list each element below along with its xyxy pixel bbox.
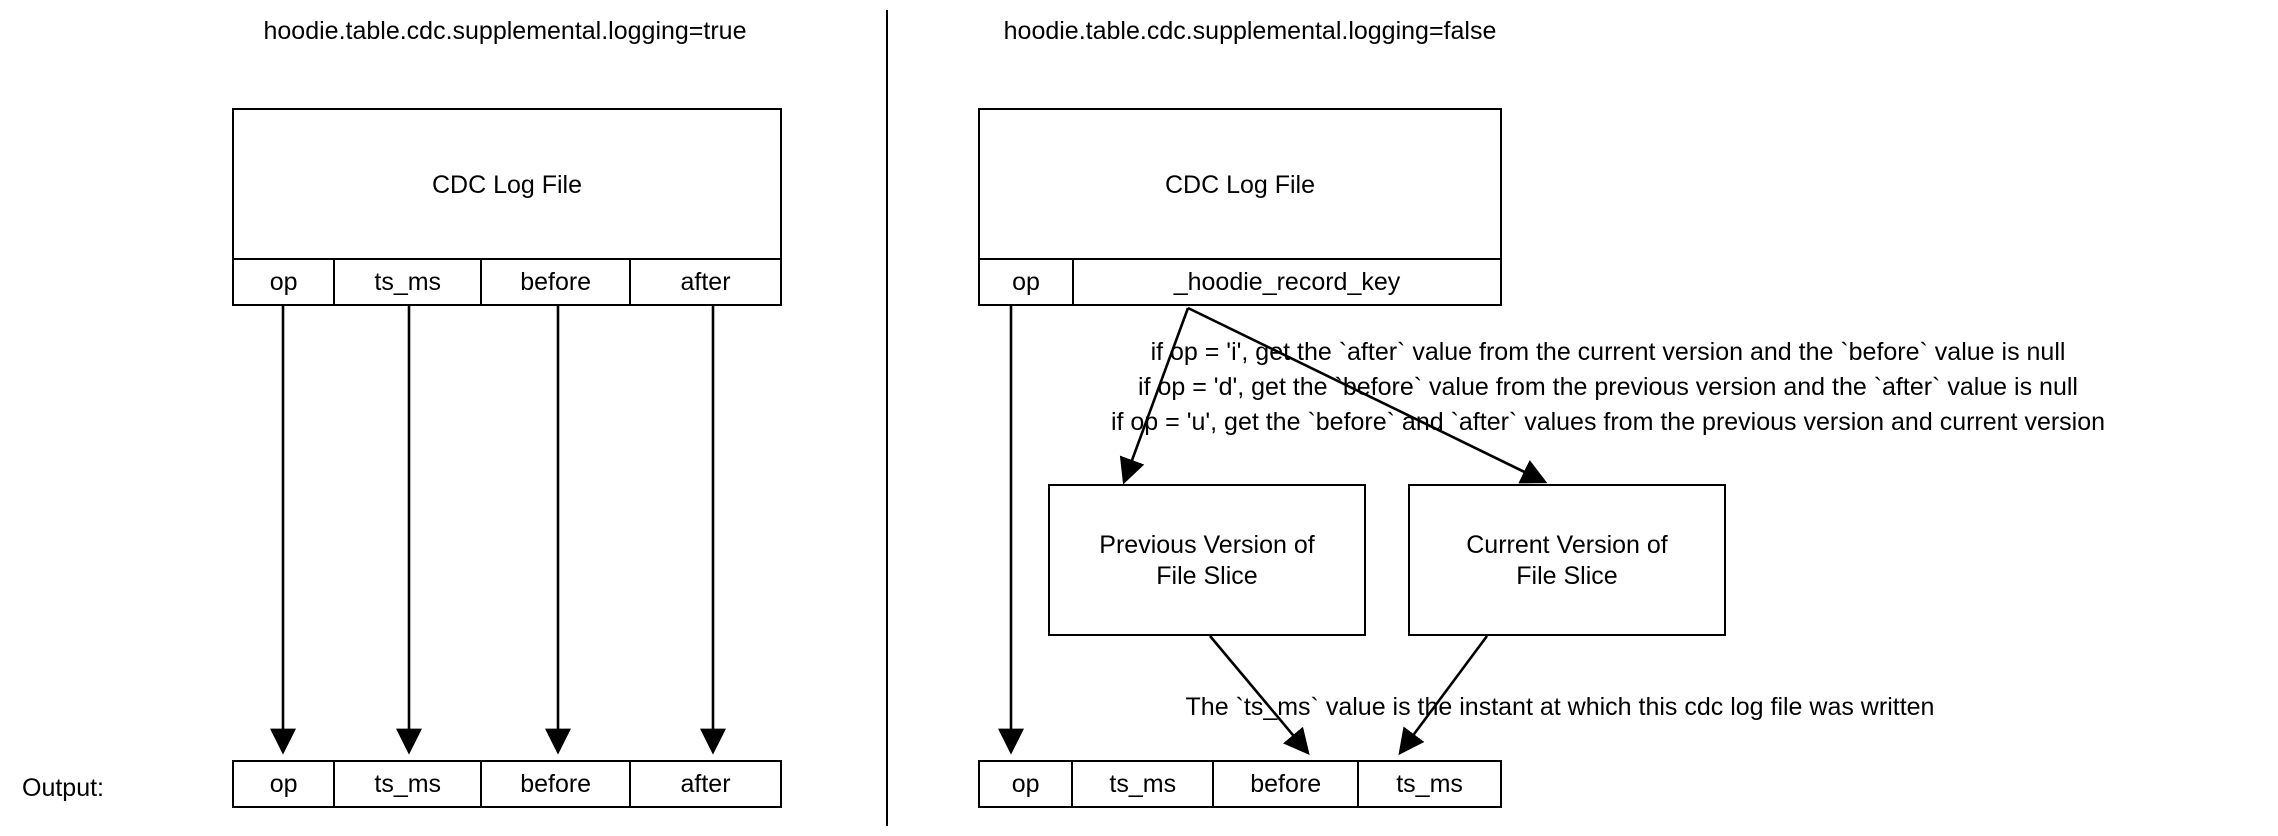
output-cell-before: before: [482, 762, 632, 806]
schema-cell-before: before: [482, 260, 632, 304]
output-row-right: op ts_ms before ts_ms: [978, 760, 1502, 808]
output-cell-ts-ms-written: ts_ms: [1396, 770, 1463, 798]
output-label-left: Output:: [22, 774, 104, 802]
cdc-log-file-box-right: CDC Log File: [978, 108, 1502, 260]
panel-title-supplemental-logging-false: hoodie.table.cdc.supplemental.logging=fa…: [1003, 17, 1497, 45]
output-cell-ts-ms: ts_ms: [335, 762, 483, 806]
cdc-rule-delete: if op = 'd', get the `before` value from…: [1138, 373, 2078, 401]
output-cell-ts-ms-right: ts_ms: [1073, 762, 1215, 806]
cdc-rules-block: if op = 'i', get the `after` value from …: [938, 335, 2278, 440]
output-row-left: op ts_ms before after: [232, 760, 782, 808]
schema-cell-op: op: [234, 260, 336, 304]
current-version-line-2: File Slice: [1516, 562, 1618, 590]
cdc-rule-update: if op = 'u', get the `before` and `after…: [1110, 408, 2106, 436]
left-panel-arrows: [270, 306, 726, 755]
panel-title-supplemental-logging-true: hoodie.table.cdc.supplemental.logging=tr…: [263, 17, 747, 45]
schema-cell-op-right: op: [980, 260, 1074, 304]
output-cell-before-right: before: [1214, 762, 1360, 806]
panel-divider: [886, 10, 888, 826]
current-version-file-slice-box: Current Version of File Slice: [1408, 484, 1726, 636]
cdc-log-file-label-left: CDC Log File: [431, 171, 583, 199]
output-cell-op: op: [234, 762, 336, 806]
cdc-log-file-box-left: CDC Log File: [232, 108, 782, 260]
cdc-schema-row-right: op _hoodie_record_key: [978, 258, 1502, 306]
previous-version-line-1: Previous Version of: [1099, 531, 1315, 559]
current-version-file-slice-label: Current Version of File Slice: [1410, 530, 1724, 592]
previous-version-file-slice-box: Previous Version of File Slice: [1048, 484, 1366, 636]
previous-version-line-2: File Slice: [1156, 562, 1258, 590]
cdc-schema-row-left: op ts_ms before after: [232, 258, 782, 306]
cdc-log-file-label-right: CDC Log File: [1164, 171, 1316, 199]
schema-cell-ts-ms: ts_ms: [335, 260, 483, 304]
schema-cell-after: after: [680, 268, 731, 296]
current-version-line-1: Current Version of: [1466, 531, 1668, 559]
schema-cell-hoodie-record-key: _hoodie_record_key: [1173, 268, 1401, 296]
previous-version-file-slice-label: Previous Version of File Slice: [1050, 530, 1364, 592]
ts-ms-note: The `ts_ms` value is the instant at whic…: [1185, 693, 1935, 721]
output-cell-op-right: op: [980, 762, 1074, 806]
cdc-rule-insert: if op = 'i', get the `after` value from …: [1150, 338, 2066, 366]
output-cell-after: after: [680, 770, 731, 798]
